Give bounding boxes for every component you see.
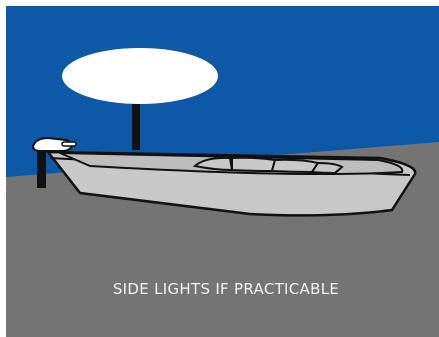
boat-seat-3 (272, 160, 318, 172)
motor-shaft (37, 150, 46, 188)
boat-seat-4 (312, 163, 342, 173)
all-round-white-light-icon (62, 48, 218, 104)
caption-text: SIDE LIGHTS IF PRACTICABLE (0, 280, 439, 298)
motor-tiller (62, 142, 76, 146)
boat-seat-2 (232, 158, 275, 171)
